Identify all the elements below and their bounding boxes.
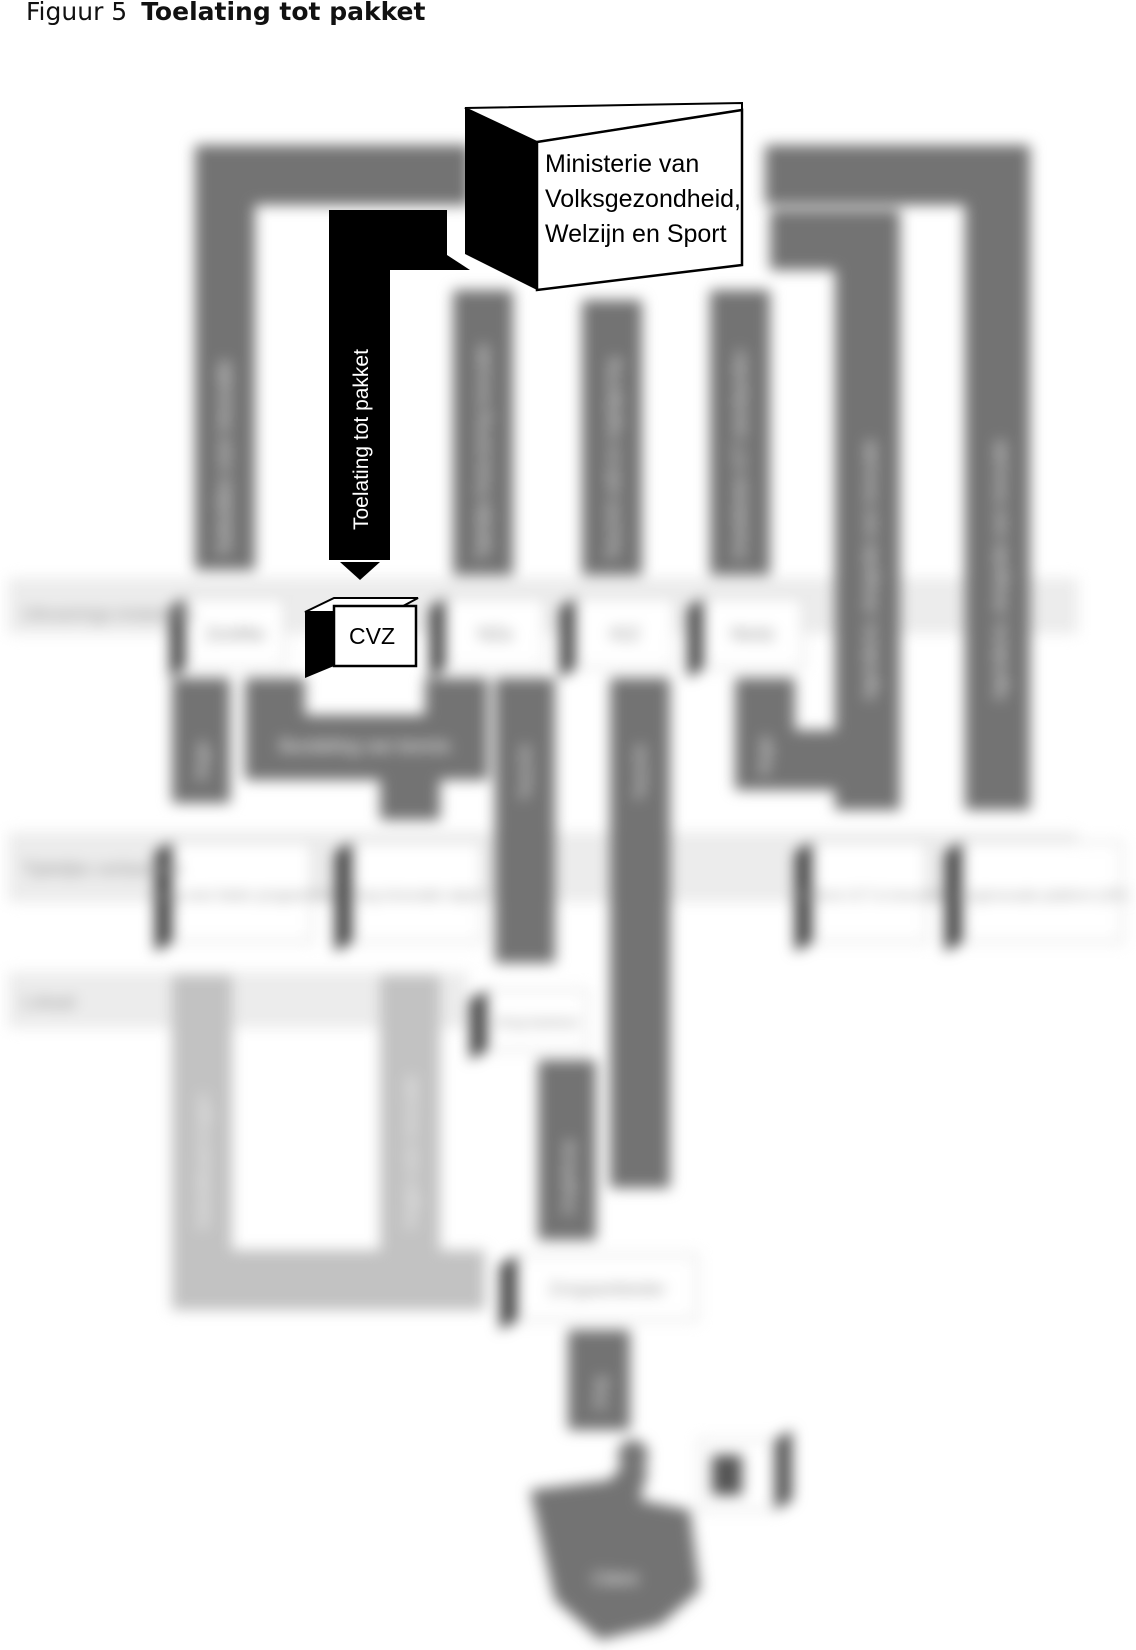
client-shape [530,1455,700,1640]
flow-bundeling [245,678,488,780]
instance-nictiz [688,597,804,678]
flow-toezicht-1 [495,678,555,963]
client-label: Cliënt [592,1569,638,1589]
flow-toezicht-2 [610,678,670,1188]
flow-lower-light [172,975,485,1310]
cvz-box: CVZ [304,597,419,678]
temp-box-1 [155,841,313,952]
instance-label-nictiz: Nictiz [731,624,775,644]
instance-label-nza: NZa [478,624,513,644]
label-toezicht-2: Toezicht [632,744,649,800]
ministry-line-2: Volksgezondheid, [545,185,741,213]
provider-label: Zorgaanbieder [548,1279,665,1299]
label-toezicht-1: Toezicht [517,744,534,800]
figure-number: Figuur 5 [26,0,128,26]
flow-ict-standaarden [710,290,770,575]
instance-nza [430,597,546,678]
flow-bundeling-down [380,780,440,820]
flow-toelating [329,210,470,560]
row-label-lokaal: Lokaal [22,992,75,1012]
label-subsidies: Subsidies voor innovatie [214,360,234,555]
flow-regie-left [172,678,230,803]
local-box-label: Zorg kantoor [494,1014,579,1031]
instance-label-zonmw: ZonMw [205,624,265,644]
label-vragen-innovatie: Vragen over innovatie [403,1075,420,1230]
label-ict: Ontwikkelen ICT standaarden [732,350,749,560]
flow-subsidies [195,145,470,570]
cvz-label: CVZ [349,623,395,649]
temp-box-2 [335,841,483,952]
flow-toelating-arrow [340,562,380,580]
label-regie-left: Regie [194,741,211,780]
instance-label-igz: IGZ [610,624,640,644]
flow-toezicht-veld [582,300,642,575]
highlight-layer: Toelating tot pakket Ministerie van Volk… [304,101,744,678]
blurred-layer: Subsidies voor innovatie Tijdelijke fina… [8,145,1129,1640]
local-box [470,989,588,1060]
temp-label-1: Zorg voor beter programma [150,887,334,904]
temp-box-4 [945,841,1123,952]
instance-igz [560,597,676,678]
flow-agenderen-2 [765,145,1030,810]
label-zorg: Zorg [592,1377,609,1410]
ministry-box: Ministerie van Volksgezondheid, Welzijn … [464,101,744,292]
label-regie-right: Regie [757,736,774,775]
label-agenderen-2: Agenderen, draagvlak voor innovatie [992,439,1009,700]
label-zorginkoop: Zorginkoop [560,1140,577,1215]
figure-caption: Figuur 5 Toelating tot pakket [26,0,425,26]
instance-zonmw [170,597,286,678]
flow-tijdelijke-financiering [453,290,513,575]
provider-box [500,1254,698,1330]
label-bundeling: Bundeling van kennis [279,736,450,756]
ministry-line-1: Ministerie van [545,150,699,178]
ministry-line-3: Welzijn en Sport [545,220,727,248]
label-subsidieaanvragen: Subsidieaanvragen [195,1093,212,1230]
label-agenderen-1: Agenderen, draagvlak voor innovatie [862,439,879,700]
flow-zorginkoop [538,1060,596,1240]
label-toezicht-veld: Toezicht veld en regelgeving [605,358,622,560]
row-label-tijdelijk: Tijdelijke verbanden [22,859,181,879]
flow-zorg [568,1330,630,1430]
figure-title: Toelating tot pakket [141,0,426,26]
temp-box-3 [795,841,928,952]
client-small-box [699,1430,792,1511]
temp-label-3: Platform ICT & Innovatie [793,887,945,903]
flow-toelating-label: Toelating tot pakket [350,349,373,530]
temp-label-4: Zorginnovatie platform (ZIP) [955,887,1129,903]
flow-agenderen-1 [770,210,900,810]
temp-label-2: Zorg innovatie wijzer [348,887,486,904]
row-label-uitvoering: Uitvoerings-instanties [22,604,194,624]
flow-regie-right [735,678,900,790]
label-tijdelijke-financiering: Tijdelijke financiering innovatie [475,343,492,560]
